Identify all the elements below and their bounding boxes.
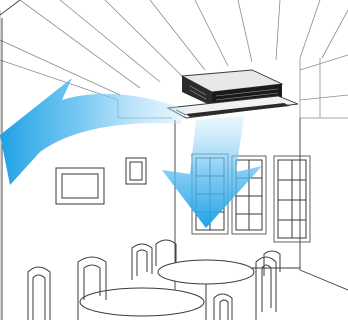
dining-table-left: [80, 288, 204, 316]
airflow-arrow-left: [0, 78, 186, 185]
airflow-arrow-down: [162, 116, 262, 228]
window-center: [232, 156, 266, 234]
ceiling-cassette-unit: [168, 70, 298, 118]
picture-frame-small: [126, 158, 146, 184]
window-right: [274, 156, 310, 242]
picture-frame-large: [56, 168, 104, 204]
